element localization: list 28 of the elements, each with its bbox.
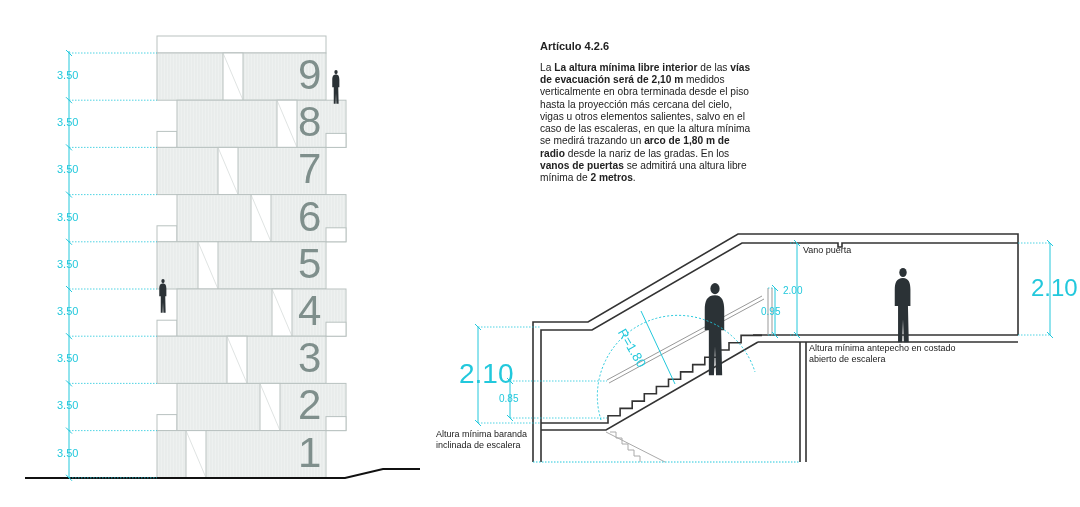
dimension-value: 3.50 [57,399,79,413]
dimension-value: 3.50 [57,69,79,83]
dimension-value: 2.00 [783,285,803,297]
floor-number: 2 [298,384,322,427]
annotation: Altura mínima baranda inclinada de escalera [436,429,529,451]
dimension-value: 3.50 [57,352,79,366]
floor-number: 6 [298,195,322,238]
dimension-value: 3.50 [57,305,79,319]
article-paragraph: La La altura mínima libre interior de las vías de evacuación será de 2,10 m medidos verticalmente en obra terminada desde el piso hasta la proyección más cercana del cielo, vigas u otros elementos salientes, salvo en el caso de las escaleras, en que la altura mínima se medirá trazando un arco de 1,80 m de radio desde la nariz de las gradas. En los vanos de puertas se admitirá una altura libre mínima de 2 metros. [540,62,752,185]
floor-number: 7 [298,148,322,191]
dimension-value: 3.50 [57,257,79,271]
dimension-value: 2.10 [1031,276,1078,300]
floor-number: 4 [298,290,322,332]
dimension-value: 0.85 [499,393,519,405]
floor-number: 3 [298,337,322,380]
floor-number: 9 [298,54,322,96]
floor-number: 1 [298,431,322,474]
dimension-value: 3.50 [57,210,79,224]
dimension-value: 3.50 [57,116,79,130]
article-heading: Artículo 4.2.6 [540,40,610,54]
annotation: Altura mínima antepecho en costado abierto de escalera [809,343,957,365]
annotation: Vano puerta [803,245,852,256]
dimension-value: 0.95 [761,306,781,318]
dimension-value: 3.50 [57,446,79,460]
floor-number: 5 [298,242,322,285]
dimension-value: 3.50 [57,163,79,177]
dimension-value: 2.10 [459,360,514,388]
floor-number: 8 [298,101,322,144]
